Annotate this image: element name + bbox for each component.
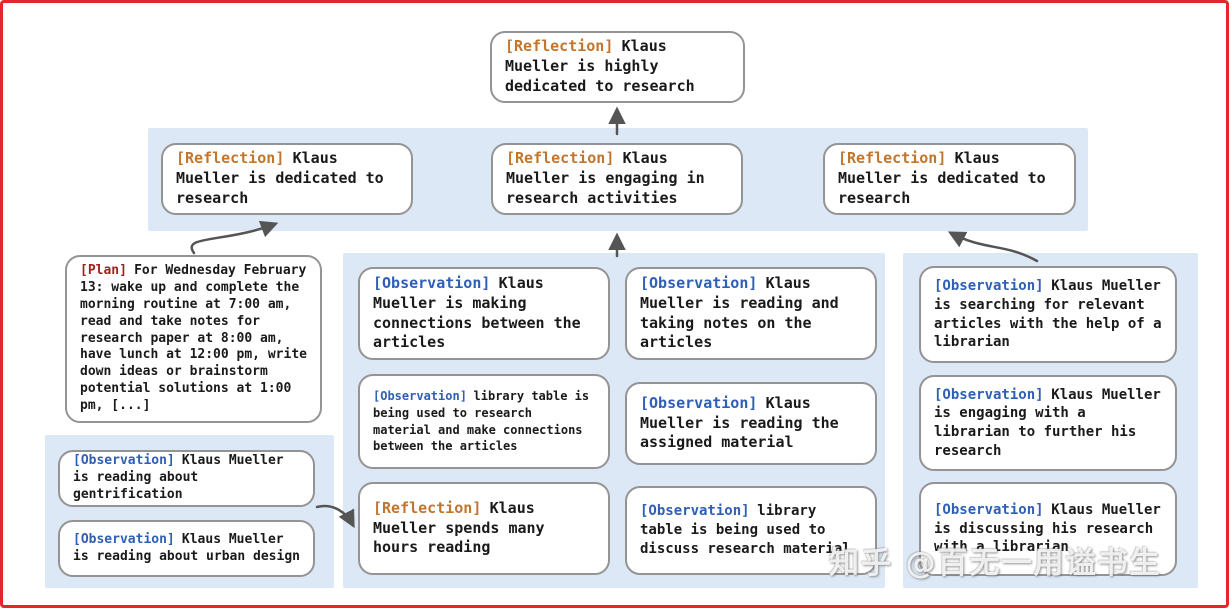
observation-tag: [Observation] (640, 393, 758, 412)
observation-tag: [Observation] (934, 501, 1044, 518)
node-text: Klaus Mueller spends many hours reading (373, 498, 545, 557)
node-text: For Wednesday February 13: wake up and c… (80, 263, 307, 414)
reflection-tag: [Reflection] (176, 149, 285, 168)
node-obs-library-table-discuss: [Observation]library table is being used… (625, 486, 877, 575)
node-root-reflection: [Reflection]Klaus Mueller is highly dedi… (490, 31, 745, 103)
observation-tag: [Observation] (373, 389, 467, 404)
node-obs-urban-design: [Observation]Klaus Mueller is reading ab… (58, 520, 315, 577)
node-obs-library-table-research: [Observation]library table is being used… (358, 374, 610, 469)
observation-tag: [Observation] (934, 278, 1044, 294)
reflection-tag: [Reflection] (373, 498, 482, 517)
observation-tag: [Observation] (73, 531, 175, 547)
node-obs-discussing-librarian: [Observation]Klaus Mueller is discussing… (919, 482, 1177, 576)
node-text: Klaus Mueller is engaging in research ac… (506, 149, 705, 207)
node-text: Klaus Mueller is discussing his research… (934, 501, 1161, 556)
node-level2-middle: [Reflection]Klaus Mueller is engaging in… (491, 143, 743, 215)
node-plan: [Plan]For Wednesday February 13: wake up… (65, 255, 322, 423)
node-text: Klaus Mueller is reading about gentrific… (73, 453, 284, 502)
node-text: Klaus Mueller is highly dedicated to res… (505, 37, 695, 95)
node-text: Klaus Mueller is reading and taking note… (640, 273, 839, 352)
observation-tag: [Observation] (373, 273, 491, 292)
node-text: Klaus Mueller is reading the assigned ma… (640, 393, 839, 452)
node-level2-right: [Reflection]Klaus Mueller is dedicated t… (823, 143, 1076, 215)
node-text: Klaus Mueller is making connections betw… (373, 273, 581, 352)
node-text: library table is being used to research … (373, 389, 590, 454)
node-level2-left: [Reflection]Klaus Mueller is dedicated t… (161, 143, 413, 215)
reflection-tag: [Reflection] (505, 37, 614, 56)
node-obs-taking-notes: [Observation]Klaus Mueller is reading an… (625, 267, 877, 360)
node-text: Klaus Mueller is searching for relevant … (934, 278, 1162, 351)
node-text: Klaus Mueller is engaging with a librari… (934, 386, 1161, 459)
node-obs-engaging-librarian: [Observation]Klaus Mueller is engaging w… (919, 375, 1177, 471)
node-obs-making-connections: [Observation]Klaus Mueller is making con… (358, 267, 610, 360)
observation-tag: [Observation] (934, 386, 1044, 403)
reflection-tag: [Reflection] (506, 149, 615, 168)
observation-tag: [Observation] (73, 453, 175, 469)
node-reflection-hours-reading: [Reflection]Klaus Mueller spends many ho… (358, 482, 610, 575)
observation-tag: [Observation] (640, 503, 750, 520)
observation-tag: [Observation] (640, 273, 758, 292)
node-text: library table is being used to discuss r… (640, 503, 851, 557)
plan-tag: [Plan] (80, 263, 127, 278)
reflection-tag: [Reflection] (838, 149, 947, 168)
node-obs-searching-articles: [Observation]Klaus Mueller is searching … (919, 266, 1177, 363)
node-obs-assigned-material: [Observation]Klaus Mueller is reading th… (625, 382, 877, 465)
node-text: Klaus Mueller is dedicated to research (838, 149, 1046, 207)
node-text: Klaus Mueller is reading about urban des… (73, 531, 300, 564)
node-obs-gentrification: [Observation]Klaus Mueller is reading ab… (58, 450, 315, 507)
node-text: Klaus Mueller is dedicated to research (176, 149, 384, 207)
zhihu-watermark: 知乎 @百无一用谥书生 (829, 546, 1162, 581)
